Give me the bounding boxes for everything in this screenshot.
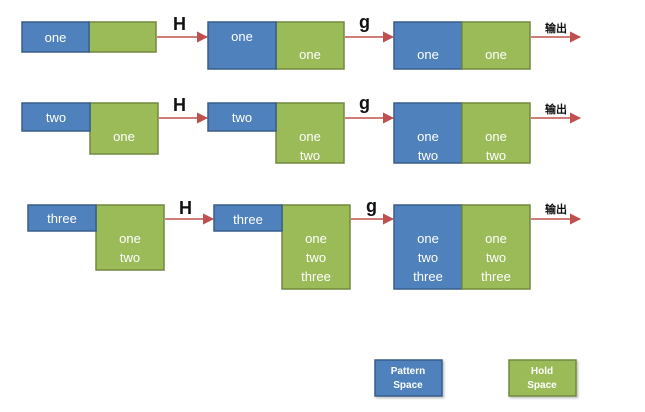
input-hold-line: one xyxy=(119,231,141,246)
h-command-label: H xyxy=(173,95,186,115)
after-g-hold-line: two xyxy=(486,148,506,163)
after-h-hold-space-box xyxy=(275,102,345,164)
after-g-hold-space-box xyxy=(461,21,531,70)
after-g-pattern-line: two xyxy=(418,250,438,265)
after-h-hold-line: two xyxy=(300,148,320,163)
after-g-hold-line: one xyxy=(485,231,507,246)
after-h-pattern-line: three xyxy=(233,212,263,227)
after-h-pattern-line: one xyxy=(231,29,253,44)
after-h-pattern-line: two xyxy=(232,110,252,125)
output-label: 输出 xyxy=(545,21,567,35)
after-g-pattern-space-box xyxy=(393,204,463,290)
output-label: 输出 xyxy=(545,102,567,116)
g-command-label: g xyxy=(359,12,370,32)
after-h-pattern-space-box xyxy=(207,21,277,70)
g-command-label: g xyxy=(359,93,370,113)
h-command-label: H xyxy=(173,14,186,34)
after-g-hold-line: two xyxy=(486,250,506,265)
input-hold-line: one xyxy=(113,129,135,144)
after-h-hold-line: two xyxy=(306,250,326,265)
input-pattern-space-box xyxy=(21,21,90,53)
legend-pattern-label: Space xyxy=(393,380,423,391)
after-g-hold-line: one xyxy=(485,129,507,144)
after-g-hold-space-box xyxy=(461,204,531,290)
output-label: 输出 xyxy=(545,202,567,216)
after-g-hold-line: one xyxy=(485,47,507,62)
after-g-pattern-line: three xyxy=(413,269,443,284)
after-h-hold-space-box xyxy=(275,21,345,70)
input-pattern-line: one xyxy=(45,30,67,45)
legend-pattern-label: Pattern xyxy=(391,366,425,377)
after-h-hold-line: three xyxy=(301,269,331,284)
h-command-label: H xyxy=(179,198,192,218)
after-h-hold-line: one xyxy=(299,129,321,144)
input-hold-space-box xyxy=(89,102,159,155)
g-command-label: g xyxy=(366,196,377,216)
after-h-pattern-space-box xyxy=(207,102,277,132)
input-hold-space-box xyxy=(88,21,157,53)
after-g-pattern-line: one xyxy=(417,129,439,144)
after-g-pattern-space-box xyxy=(393,21,463,70)
legend-hold-label: Space xyxy=(527,380,557,391)
after-h-hold-line: one xyxy=(299,47,321,62)
after-g-pattern-line: one xyxy=(417,47,439,62)
legend-hold-label: Hold xyxy=(531,366,553,377)
legend-pattern-space-swatch xyxy=(374,359,443,397)
after-g-pattern-line: one xyxy=(417,231,439,246)
input-pattern-space-box xyxy=(21,102,91,132)
after-g-hold-line: three xyxy=(481,269,511,284)
after-g-hold-space-box xyxy=(461,102,531,164)
after-g-pattern-line: two xyxy=(418,148,438,163)
after-h-pattern-space-box xyxy=(213,204,283,232)
after-h-hold-line: one xyxy=(305,231,327,246)
input-hold-space-box xyxy=(95,204,165,271)
input-hold-line: two xyxy=(120,250,140,265)
after-h-hold-space-box xyxy=(281,204,351,290)
input-pattern-space-box xyxy=(27,204,97,232)
legend-hold-space-swatch xyxy=(508,359,577,397)
input-pattern-line: two xyxy=(46,110,66,125)
input-pattern-line: three xyxy=(47,211,77,226)
